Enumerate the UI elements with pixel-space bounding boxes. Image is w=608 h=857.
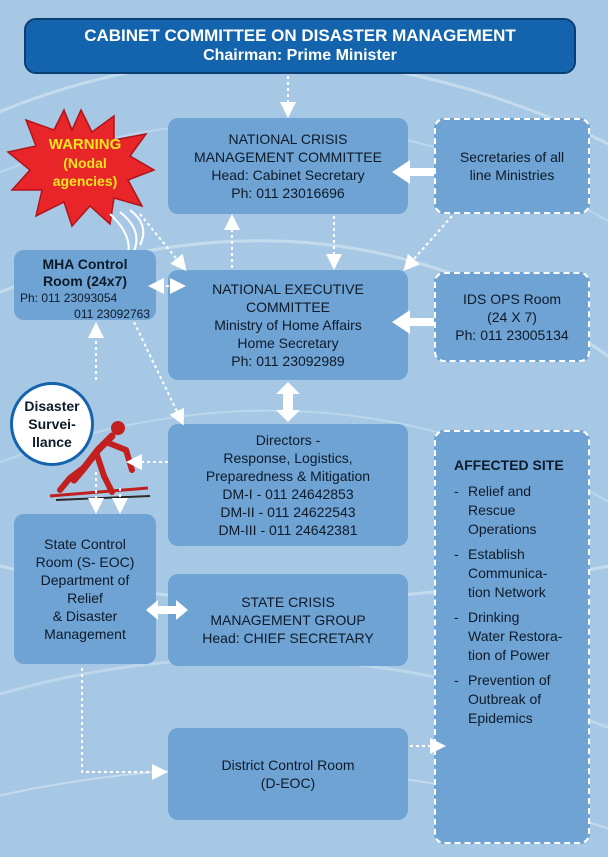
item-text: tion Network <box>468 584 546 600</box>
district-control-room: District Control Room (D-EOC) <box>168 728 408 820</box>
secretaries-line1: Secretaries of all <box>459 149 565 165</box>
ids-phone: Ph: 011 23005134 <box>455 327 569 343</box>
mha-title-line2: Room (24x7) <box>42 273 128 289</box>
warning-line2: agencies) <box>52 173 118 189</box>
affected-title: AFFECTED SITE <box>454 457 564 473</box>
secretaries-line-ministries: Secretaries of all line Ministries <box>434 118 590 214</box>
secretaries-line2: line Ministries <box>469 167 555 183</box>
mha-title: MHA Control Room (24x7) <box>20 256 150 290</box>
warning-burst-icon <box>6 108 156 228</box>
state-line2: Room (S- EOC) <box>35 554 135 570</box>
item-text: Rescue <box>468 502 516 518</box>
mha-phone2: 011 23092763 <box>74 307 150 321</box>
directors-line3: Preparedness & Mitigation <box>205 468 371 484</box>
header-title: CABINET COMMITTEE ON DISASTER MANAGEMENT <box>84 26 516 45</box>
list-item: Prevention of Outbreak of Epidemics <box>454 671 562 728</box>
ids-line2: (24 X 7) <box>487 309 537 325</box>
state-line6: Management <box>44 626 126 642</box>
scmg-line1: STATE CRISIS <box>241 594 335 610</box>
district-line1: District Control Room <box>221 757 355 773</box>
ncmc-phone: Ph: 011 23016696 <box>231 185 345 201</box>
scmg-line2: MANAGEMENT GROUP <box>210 612 366 628</box>
ncmc-line2: MANAGEMENT COMMITTEE <box>194 149 382 165</box>
district-line2: (D-EOC) <box>260 775 316 791</box>
nec-head: Home Secretary <box>237 335 339 351</box>
ncmc-head: Head: Cabinet Secretary <box>211 167 365 183</box>
item-text: Relief and <box>468 483 532 499</box>
item-text: Outbreak of <box>468 691 542 707</box>
warning-title: WARNING <box>48 136 122 153</box>
directors-line1: Directors - <box>255 432 321 448</box>
state-line3: Department of <box>40 572 130 588</box>
list-item: Drinking Water Restora- tion of Power <box>454 608 562 665</box>
directors-line2: Response, Logistics, <box>223 450 353 466</box>
list-item: Establish Communica- tion Network <box>454 545 562 602</box>
item-text: Prevention of <box>468 672 551 688</box>
state-line4: Relief <box>67 590 103 606</box>
ids-line1: IDS OPS Room <box>462 291 562 307</box>
affected-list: Relief and Rescue Operations Establish C… <box>454 482 562 734</box>
surveillance-line1: Disaster <box>24 398 80 414</box>
item-text: Operations <box>468 521 537 537</box>
item-text: Epidemics <box>468 710 533 726</box>
item-text: tion of Power <box>468 647 550 663</box>
national-crisis-management-committee: NATIONAL CRISIS MANAGEMENT COMMITTEE Hea… <box>168 118 408 214</box>
nec-line2: COMMITTEE <box>246 299 330 315</box>
item-text: Water Restora- <box>468 628 563 644</box>
directors-dm2: DM-II - 011 24622543 <box>220 504 356 520</box>
surveillance-line3: llance <box>32 434 72 450</box>
national-executive-committee: NATIONAL EXECUTIVE COMMITTEE Ministry of… <box>168 270 408 380</box>
item-text: Communica- <box>468 565 548 581</box>
directors-box: Directors - Response, Logistics, Prepare… <box>168 424 408 546</box>
item-text: Drinking <box>468 609 520 625</box>
mha-control-room: MHA Control Room (24x7) Ph: 011 23093054… <box>14 250 156 321</box>
cabinet-committee-header: CABINET COMMITTEE ON DISASTER MANAGEMENT… <box>24 18 576 74</box>
state-line5: & Disaster <box>52 608 118 624</box>
surveillance-line2: Survei- <box>28 416 76 432</box>
list-item: Relief and Rescue Operations <box>454 482 562 539</box>
item-text: Establish <box>468 546 525 562</box>
scmg-head: Head: CHIEF SECRETARY <box>202 630 374 646</box>
state-line1: State Control <box>44 536 126 552</box>
disaster-surveillance-badge: Disaster Survei- llance <box>10 382 94 466</box>
header-subtitle: Chairman: Prime Minister <box>203 47 397 64</box>
ids-ops-room: IDS OPS Room (24 X 7) Ph: 011 23005134 <box>434 272 590 362</box>
nec-phone: Ph: 011 23092989 <box>231 353 345 369</box>
affected-site: AFFECTED SITE Relief and Rescue Operatio… <box>434 430 590 844</box>
state-control-room: State Control Room (S- EOC) Department o… <box>14 514 156 664</box>
warning-line1: (Nodal <box>63 155 107 171</box>
directors-dm1: DM-I - 011 24642853 <box>222 486 354 502</box>
nec-ministry: Ministry of Home Affairs <box>214 317 362 333</box>
directors-dm3: DM-III - 011 24642381 <box>218 522 358 538</box>
warning-label: WARNING (Nodal agencies) <box>36 136 134 190</box>
state-crisis-management-group: STATE CRISIS MANAGEMENT GROUP Head: CHIE… <box>168 574 408 666</box>
mha-phone1: Ph: 011 23093054 <box>20 291 118 305</box>
ncmc-line1: NATIONAL CRISIS <box>228 131 348 147</box>
nec-line1: NATIONAL EXECUTIVE <box>212 281 364 297</box>
mha-title-line1: MHA Control <box>42 256 128 272</box>
